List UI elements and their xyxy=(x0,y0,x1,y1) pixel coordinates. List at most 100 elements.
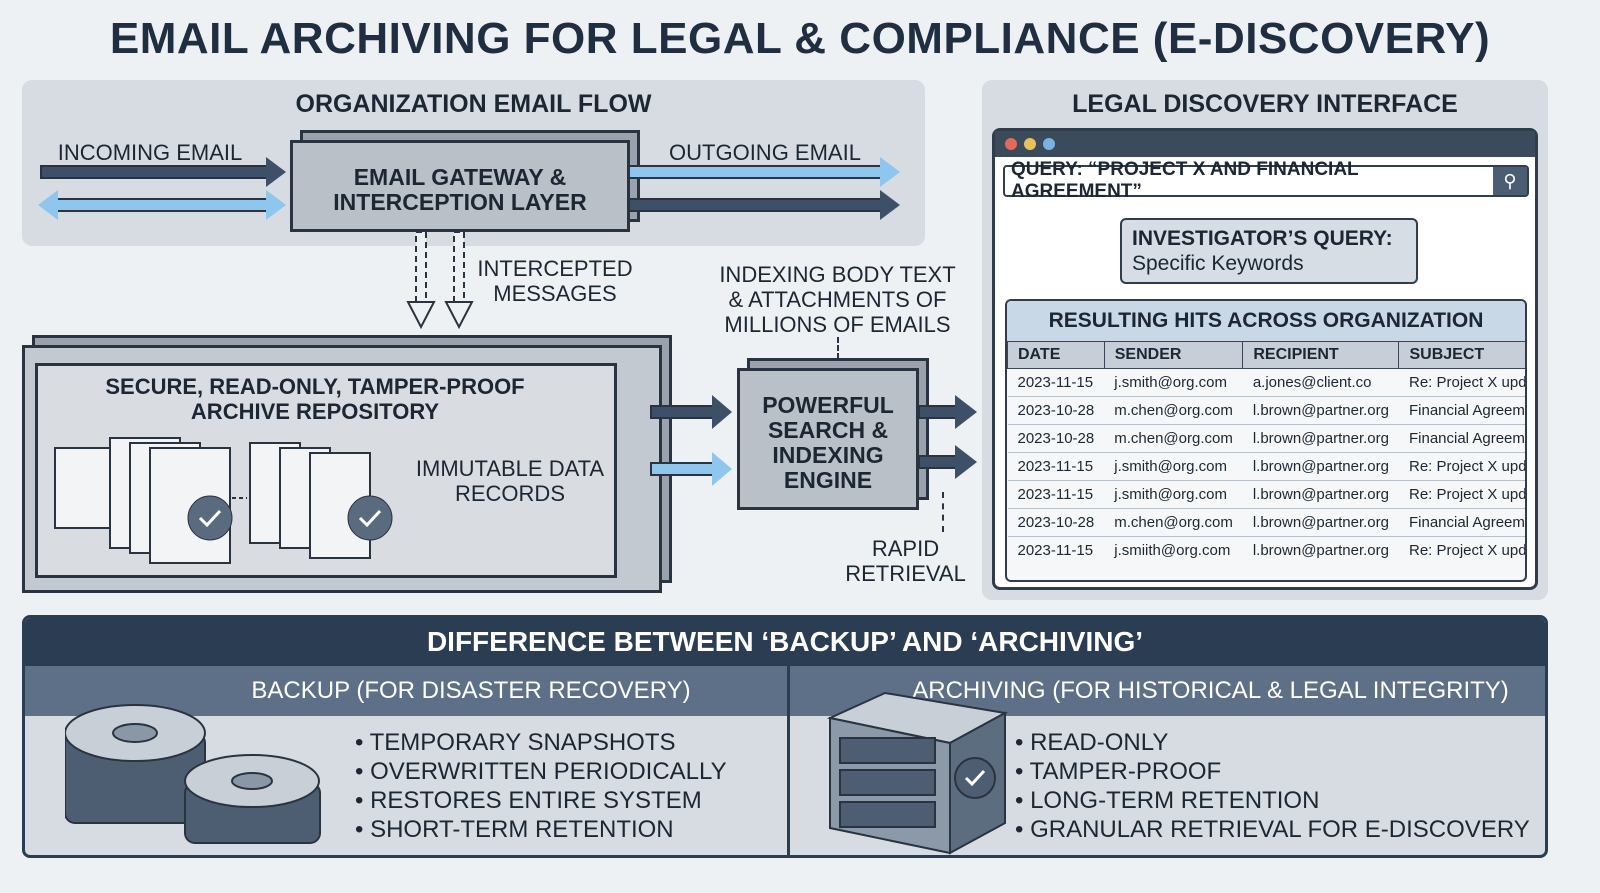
archiving-list: READ-ONLY TAMPER-PROOF LONG-TERM RETENTI… xyxy=(1015,728,1530,844)
backup-item: TEMPORARY SNAPSHOTS xyxy=(355,728,727,757)
col-date[interactable]: DATE xyxy=(1007,341,1105,369)
backup-list: TEMPORARY SNAPSHOTS OVERWRITTEN PERIODIC… xyxy=(355,728,727,844)
archive-to-engine-arrow xyxy=(650,405,715,419)
arrow-head-icon xyxy=(955,445,977,479)
search-icon[interactable]: ⚲ xyxy=(1493,167,1527,195)
archiving-item: LONG-TERM RETENTION xyxy=(1015,786,1530,815)
email-flow-title: ORGANIZATION EMAIL FLOW xyxy=(295,90,652,118)
arrow-head-icon xyxy=(880,157,900,187)
arrow-head-icon xyxy=(712,452,732,486)
table-cell: Re: Project X updates xyxy=(1398,536,1525,564)
table-cell: m.chen@org.com xyxy=(1104,508,1243,537)
table-cell: 2023-10-28 xyxy=(1007,396,1105,425)
table-cell: m.chen@org.com xyxy=(1104,424,1243,453)
legal-title: LEGAL DISCOVERY INTERFACE xyxy=(1072,90,1458,118)
table-cell: a.jones@client.co xyxy=(1242,368,1399,397)
arrow-head-icon xyxy=(38,190,58,220)
bidirectional-arrow xyxy=(55,198,270,212)
query-input[interactable]: QUERY: “PROJECT X AND FINANCIAL AGREEMEN… xyxy=(1003,159,1529,202)
table-cell: Financial Agreement Draft xyxy=(1398,396,1525,425)
results-table: DATE SENDER RECIPIENT SUBJECT 2023-11-15… xyxy=(1007,341,1525,564)
arrow-head-icon xyxy=(955,395,977,429)
incoming-arrow xyxy=(40,165,270,179)
arrow-head-icon xyxy=(266,157,286,187)
discovery-window: QUERY: “PROJECT X AND FINANCIAL AGREEMEN… xyxy=(992,128,1538,590)
table-cell: 2023-11-15 xyxy=(1007,536,1105,564)
close-dot-icon[interactable] xyxy=(1005,138,1017,150)
backup-item: SHORT-TERM RETENTION xyxy=(355,815,727,844)
archive-repository-box: SECURE, READ-ONLY, TAMPER-PROOF ARCHIVE … xyxy=(22,345,662,593)
outgoing-arrow-dark xyxy=(628,198,883,212)
indexing-pointer xyxy=(837,337,839,367)
investigator-callout: INVESTIGATOR’S QUERY: Specific Keywords xyxy=(1120,218,1418,284)
table-cell: j.smith@org.com xyxy=(1104,368,1243,397)
intercepted-label: INTERCEPTED MESSAGES xyxy=(477,256,633,306)
query-text: QUERY: “PROJECT X AND FINANCIAL AGREEMEN… xyxy=(1011,159,1359,202)
outgoing-arrow xyxy=(628,165,883,179)
backup-item: RESTORES ENTIRE SYSTEM xyxy=(355,786,727,815)
archiving-item: READ-ONLY xyxy=(1015,728,1530,757)
indexing-label: INDEXING BODY TEXT & ATTACHMENTS OF MILL… xyxy=(719,262,956,337)
table-cell: l.brown@partner.org xyxy=(1242,396,1399,425)
table-cell: 2023-11-15 xyxy=(1007,480,1105,509)
divider xyxy=(787,716,790,855)
table-cell: j.smith@org.com xyxy=(1104,480,1243,509)
document-stacks-icon xyxy=(54,437,393,564)
incoming-label: INCOMING EMAIL xyxy=(57,140,243,165)
arrow-head-icon xyxy=(266,190,286,220)
table-cell: Financial Agreement Draft xyxy=(1398,424,1525,453)
table-cell: Re: Project X updates xyxy=(1398,480,1525,509)
results-panel: RESULTING HITS ACROSS ORGANIZATION DATE … xyxy=(1005,299,1527,582)
backup-tapes-icon xyxy=(65,704,321,844)
difference-panel: DIFFERENCE BETWEEN ‘BACKUP’ AND ‘ARCHIVI… xyxy=(22,615,1548,858)
immutable-label: IMMUTABLE DATA RECORDS xyxy=(415,456,605,506)
email-gateway-box: EMAIL GATEWAY & INTERCEPTION LAYER xyxy=(290,140,630,232)
difference-title: DIFFERENCE BETWEEN ‘BACKUP’ AND ‘ARCHIVI… xyxy=(25,618,1545,666)
outgoing-label: OUTGOING EMAIL xyxy=(669,140,861,165)
table-cell: j.smith@org.com xyxy=(1104,452,1243,481)
page-title: EMAIL ARCHIVING FOR LEGAL & COMPLIANCE (… xyxy=(109,14,1491,63)
col-subject[interactable]: SUBJECT xyxy=(1398,341,1525,369)
archive-to-engine-arrow-light xyxy=(650,462,715,476)
callout-text: Specific Keywords xyxy=(1132,252,1304,275)
table-cell: 2023-11-15 xyxy=(1007,452,1105,481)
col-sender[interactable]: SENDER xyxy=(1103,341,1244,369)
callout-title: INVESTIGATOR’S QUERY: xyxy=(1132,227,1393,250)
table-cell: l.brown@partner.org xyxy=(1242,508,1399,537)
gateway-label: EMAIL GATEWAY & INTERCEPTION LAYER xyxy=(333,164,587,215)
table-cell: l.brown@partner.org xyxy=(1242,480,1399,509)
engine-label: POWERFUL SEARCH & INDEXING ENGINE xyxy=(762,392,894,493)
arrow-head-icon xyxy=(880,190,900,220)
table-cell: Re: Project X updates xyxy=(1398,452,1525,481)
table-cell: j.smiith@org.com xyxy=(1104,536,1243,564)
rapid-pointer xyxy=(942,492,944,532)
table-cell: 2023-10-28 xyxy=(1007,424,1105,453)
intercept-dashed-arrows-icon xyxy=(406,232,474,330)
backup-item: OVERWRITTEN PERIODICALLY xyxy=(355,757,727,786)
table-cell: m.chen@org.com xyxy=(1104,396,1243,425)
archiving-item: GRANULAR RETRIEVAL FOR E-DISCOVERY xyxy=(1015,815,1530,844)
search-engine-box: POWERFUL SEARCH & INDEXING ENGINE xyxy=(737,368,919,510)
engine-to-interface-arrow-2 xyxy=(918,455,958,469)
backup-title: BACKUP (FOR DISASTER RECOVERY) xyxy=(25,666,787,716)
archive-label: SECURE, READ-ONLY, TAMPER-PROOF ARCHIVE … xyxy=(105,374,525,424)
table-cell: l.brown@partner.org xyxy=(1242,536,1399,564)
maximize-dot-icon[interactable] xyxy=(1043,138,1055,150)
arrow-head-icon xyxy=(712,395,732,429)
table-cell: 2023-11-15 xyxy=(1007,368,1105,397)
archiving-item: TAMPER-PROOF xyxy=(1015,757,1530,786)
engine-to-interface-arrow xyxy=(918,405,958,419)
table-cell: l.brown@partner.org xyxy=(1242,452,1399,481)
archive-server-icon xyxy=(826,691,1009,855)
col-recipient[interactable]: RECIPIENT xyxy=(1242,341,1400,369)
window-titlebar xyxy=(995,131,1535,157)
results-title: RESULTING HITS ACROSS ORGANIZATION xyxy=(1007,301,1525,341)
minimize-dot-icon[interactable] xyxy=(1024,138,1036,150)
